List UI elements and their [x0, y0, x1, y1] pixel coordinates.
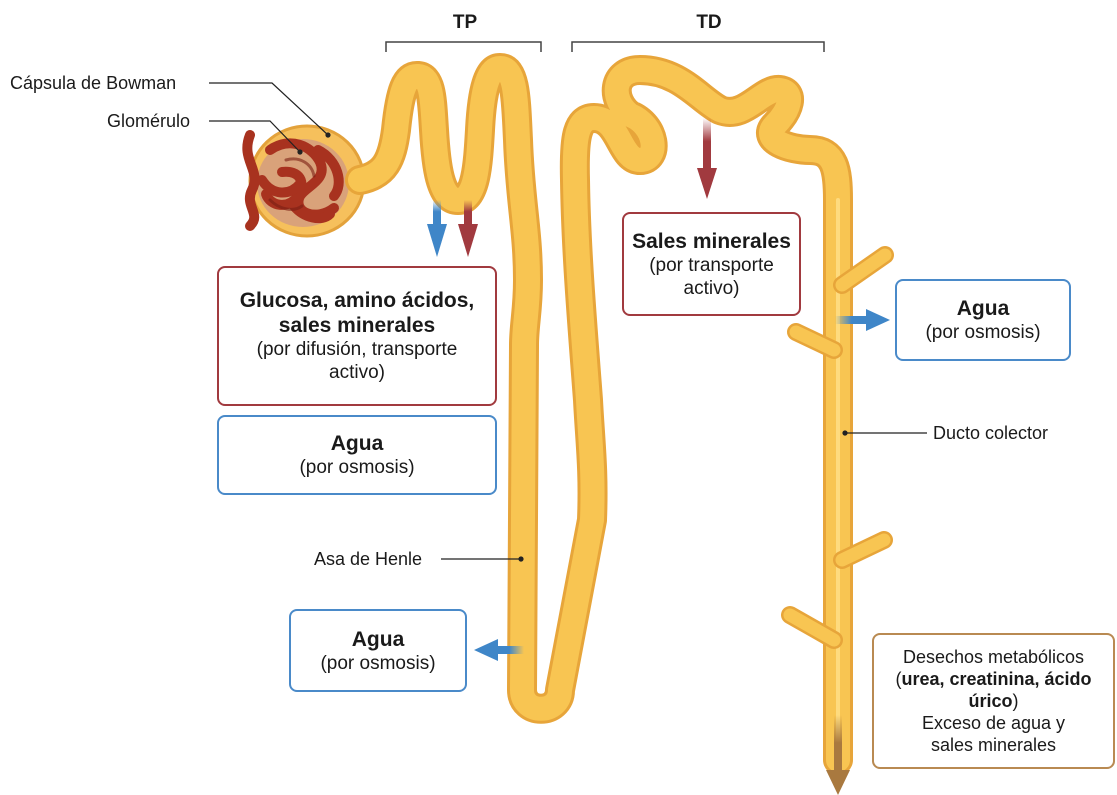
tp-agua-bold: Agua — [331, 431, 384, 456]
ducto-label: Ducto colector — [933, 422, 1048, 444]
td-sales-line-3: activo) — [684, 277, 740, 300]
desechos-line-4: Exceso de agua y — [922, 712, 1065, 734]
desechos-box: Desechos metabólicos (urea, creatinina, … — [872, 633, 1115, 769]
desechos-bold-items: urea, creatinina, ácido — [901, 669, 1091, 689]
tp-agua-box: Agua (por osmosis) — [217, 415, 497, 495]
desechos-bold-line2: úrico — [968, 691, 1012, 711]
glomerulo-label: Glomérulo — [107, 110, 190, 132]
ducto-agua-bold: Agua — [957, 296, 1010, 321]
td-label: TD — [684, 12, 734, 34]
desechos-line-5: sales minerales — [931, 734, 1056, 756]
tp-label: TP — [440, 12, 490, 34]
td-sales-bold: Sales minerales — [632, 229, 791, 254]
tp-reabsorcion-line-4: activo) — [329, 361, 385, 384]
ducto-agua-box: Agua (por osmosis) — [895, 279, 1071, 361]
henle-agua-box: Agua (por osmosis) — [289, 609, 467, 692]
td-sales-box: Sales minerales (por transporte activo) — [622, 212, 801, 316]
tp-bracket — [386, 42, 541, 52]
asa-label: Asa de Henle — [314, 548, 422, 570]
arrow-td-red — [697, 118, 717, 199]
desechos-line-3: úrico) — [968, 690, 1018, 712]
ducto-agua-line-2: (por osmosis) — [925, 321, 1040, 344]
tp-agua-line-2: (por osmosis) — [299, 456, 414, 479]
tp-reabsorcion-bold-1: Glucosa, amino ácidos, — [240, 288, 475, 313]
capsula-label: Cápsula de Bowman — [10, 72, 176, 94]
tp-reabsorcion-line-3: (por difusión, transporte — [257, 338, 458, 361]
henle-agua-bold: Agua — [352, 627, 405, 652]
desechos-line-2: (urea, creatinina, ácido — [895, 668, 1091, 690]
td-sales-line-2: (por transporte — [649, 254, 774, 277]
desechos-line-1: Desechos metabólicos — [903, 646, 1084, 668]
desechos-paren-close: ) — [1013, 691, 1019, 711]
tp-reabsorcion-box: Glucosa, amino ácidos, sales minerales (… — [217, 266, 497, 406]
henle-agua-line-2: (por osmosis) — [320, 652, 435, 675]
td-bracket — [572, 42, 824, 52]
tp-reabsorcion-bold-2: sales minerales — [279, 313, 435, 338]
